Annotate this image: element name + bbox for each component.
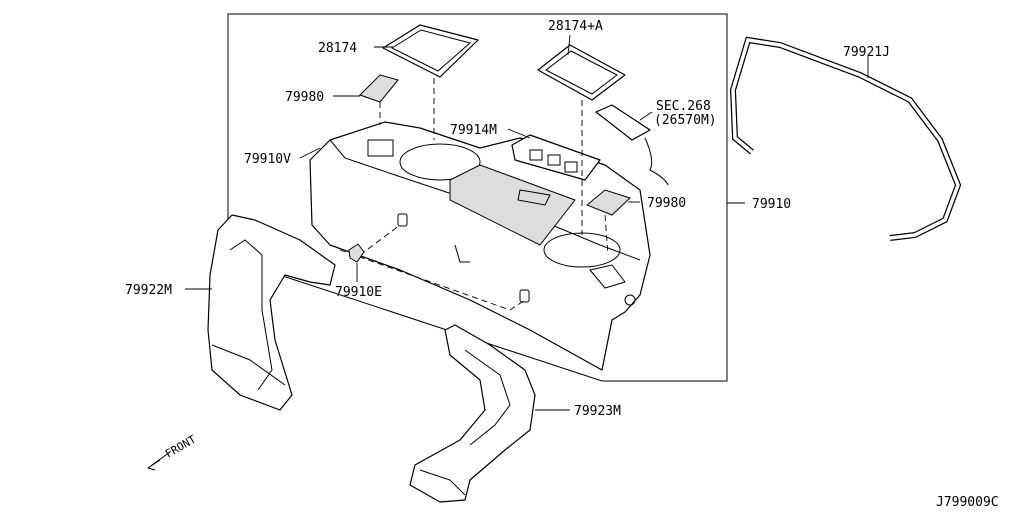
fastener-1 [397,213,408,227]
label-79922m: 79922M [125,283,172,298]
cover-28174 [382,24,479,78]
cover-28174a [537,44,626,101]
sec268-unit [595,104,669,186]
fastener-2 [519,289,530,303]
label-79910e: 79910E [335,285,382,300]
label-79980-right: 79980 [647,196,686,211]
label-sec268-sub: (26570M) [654,113,717,128]
assembly-frame [227,13,728,382]
package-tray [309,121,651,371]
label-79914m: 79914M [450,123,497,138]
clip-79980-right [586,189,631,216]
clip-79910e [348,243,365,263]
label-79910: 79910 [752,197,791,212]
label-79980-top: 79980 [285,90,324,105]
label-79923m: 79923M [574,404,621,419]
label-28174: 28174 [318,41,357,56]
side-finisher-right [409,324,536,503]
label-sec268: SEC.268 [656,99,711,114]
label-79921j: 79921J [843,45,890,60]
label-28174a: 28174+A [548,19,603,34]
label-front: FRONT [163,433,199,461]
leader-lines [185,34,869,411]
label-79910v: 79910V [244,152,291,167]
clip-79980-top [359,74,399,103]
side-finisher-left [207,214,336,411]
diagram-id: J799009C [936,495,999,510]
front-arrow-icon [146,451,171,471]
